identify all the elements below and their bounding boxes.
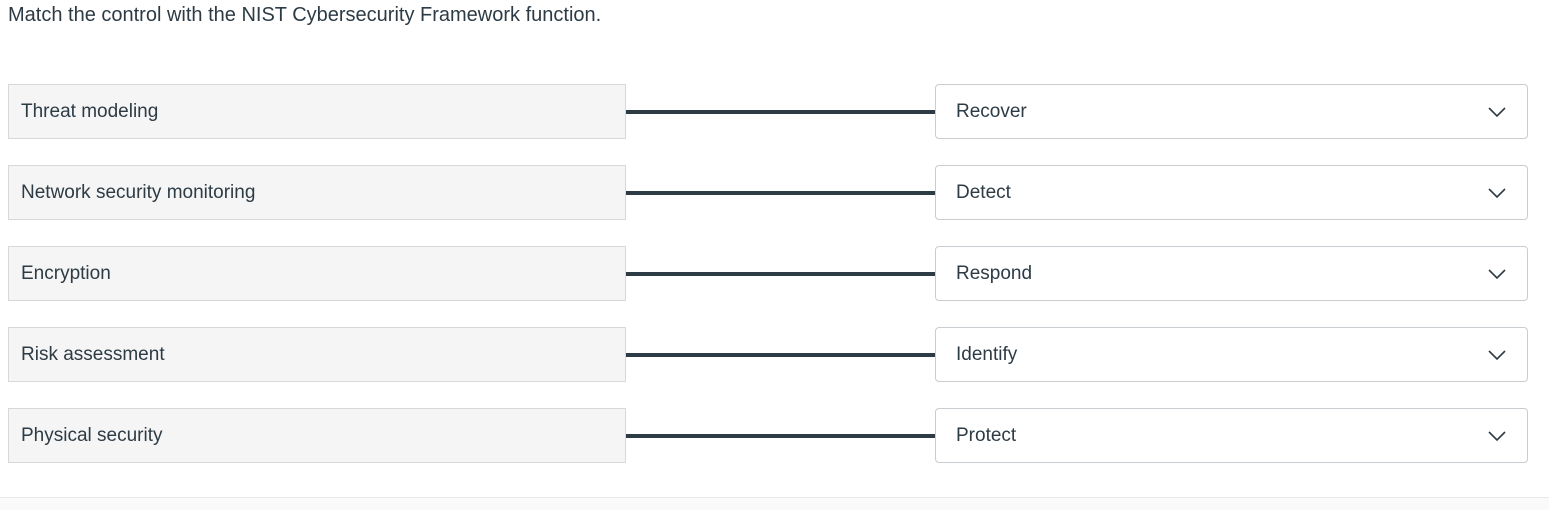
dropdown-selected-value: Recover <box>956 100 1027 122</box>
dropdown-selected-value: Protect <box>956 424 1017 446</box>
match-row: Risk assessment Identify <box>8 327 1528 382</box>
control-box: Encryption <box>8 246 626 301</box>
match-row: Physical security Protect <box>8 408 1528 463</box>
control-label: Risk assessment <box>21 343 165 365</box>
chevron-down-icon <box>1485 262 1509 286</box>
control-label: Encryption <box>21 262 111 284</box>
function-dropdown[interactable]: Recover <box>935 84 1528 139</box>
control-box: Risk assessment <box>8 327 626 382</box>
connector-line <box>626 190 935 195</box>
chevron-down-icon <box>1485 181 1509 205</box>
control-label: Physical security <box>21 424 163 446</box>
match-row: Network security monitoring Detect <box>8 165 1528 220</box>
dropdown-selected-value: Respond <box>956 262 1033 284</box>
chevron-down-icon <box>1485 343 1509 367</box>
function-dropdown[interactable]: Respond <box>935 246 1528 301</box>
dropdown-selected-value: Identify <box>956 343 1018 365</box>
chevron-down-icon <box>1485 100 1509 124</box>
function-dropdown[interactable]: Identify <box>935 327 1528 382</box>
match-row: Encryption Respond <box>8 246 1528 301</box>
function-dropdown[interactable]: Detect <box>935 165 1528 220</box>
control-box: Physical security <box>8 408 626 463</box>
chevron-down-icon <box>1485 424 1509 448</box>
control-box: Threat modeling <box>8 84 626 139</box>
control-label: Network security monitoring <box>21 181 256 203</box>
connector-line <box>626 433 935 438</box>
connector-line <box>626 109 935 114</box>
control-box: Network security monitoring <box>8 165 626 220</box>
connector-line <box>626 352 935 357</box>
control-label: Threat modeling <box>21 100 159 122</box>
function-dropdown[interactable]: Protect <box>935 408 1528 463</box>
match-row: Threat modeling Recover <box>8 84 1528 139</box>
connector-line <box>626 271 935 276</box>
question-prompt: Match the control with the NIST Cybersec… <box>8 4 602 26</box>
dropdown-selected-value: Detect <box>956 181 1011 203</box>
bottom-divider <box>0 497 1549 510</box>
match-rows: Threat modeling Recover Network security… <box>8 84 1528 489</box>
